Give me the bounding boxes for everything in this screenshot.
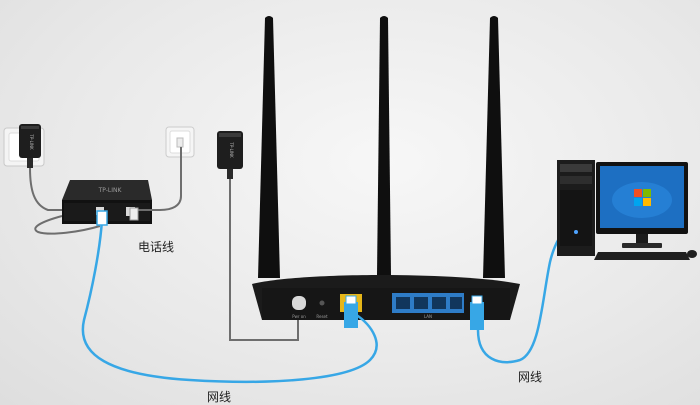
modem-brand: TP-LINK [98,187,123,194]
computer-monitor [596,162,688,248]
port-label-power: Pwr on [292,314,306,319]
cable-plug-wan [344,295,358,328]
modem-power-wire [29,167,62,211]
keyboard [594,252,690,260]
cable-plug-lan [470,295,484,330]
modem-power-wire-loop [34,215,101,235]
phone-line-plug [129,207,139,221]
phone-wall-socket [165,126,195,158]
power-adapter-left: TP-LINK [19,124,41,168]
adapter-router-brand: TP-LINK [229,141,234,158]
label-network-cable-bottom: 网线 [207,390,232,404]
phone-line-wire [136,147,182,211]
router-power-wire [229,179,299,341]
port-label-lan: LAN [424,314,432,319]
computer-tower [557,160,595,256]
label-phone-line: 电话线 [138,240,175,254]
mouse [687,250,697,258]
windows-logo-icon [634,189,651,206]
router-power-adapter: TP-LINK [217,131,243,179]
label-network-cable-right: 网线 [518,370,543,384]
network-cable-router-to-pc [476,222,573,364]
router: Pwr on Reset LAN [252,275,520,320]
router-antennas [258,16,505,278]
network-cable-modem-to-router [81,219,378,384]
port-label-reset: Reset [316,314,328,319]
cable-plug-modem [96,210,108,226]
adapter-left-brand: TP-LINK [29,133,34,150]
